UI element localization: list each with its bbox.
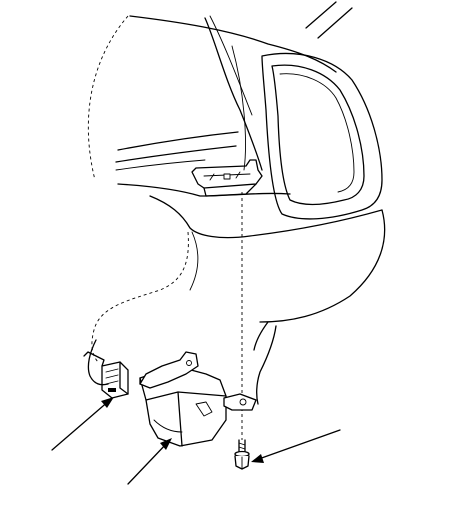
callout-arrowhead-bolt [251, 454, 264, 463]
side-panel-window-frame [271, 64, 365, 206]
bolt-washer [234, 450, 250, 458]
callout-connector [51, 397, 114, 451]
lid-edge-lower [115, 145, 237, 163]
callout-line-bolt [255, 429, 341, 461]
bracket-body [191, 159, 263, 189]
console-shell-fold [204, 17, 263, 171]
console-top-edge-a [305, 1, 337, 29]
module-curve [153, 419, 183, 433]
module-tab-hole [239, 398, 247, 406]
bolt-shank [238, 439, 246, 453]
callout-line-connector [51, 399, 111, 451]
connector-housing [101, 361, 129, 399]
side-panel-window-inner [279, 73, 355, 193]
control-unit-module [139, 351, 257, 447]
console-mounting-bracket [191, 159, 263, 197]
bracket-tabs [209, 171, 241, 181]
connector-latch [108, 388, 116, 392]
console-shell-fold-inner [209, 15, 253, 116]
bolt-thread [238, 442, 246, 450]
console-side-panel [261, 52, 383, 220]
callout-arrowhead-connector [101, 397, 114, 408]
console-rib [231, 45, 246, 171]
callout-arrowhead-module [160, 438, 172, 450]
bracket-lower-lip [203, 183, 257, 197]
lid-edge-shadow [115, 159, 206, 171]
module-vent [195, 401, 213, 417]
module-front-edge [177, 391, 183, 447]
bracket-nut [223, 173, 231, 180]
module-bracket [139, 351, 199, 389]
harness-wire [87, 339, 109, 386]
console-lower-contour [149, 195, 383, 239]
console-base-edge-a [253, 321, 269, 351]
console-lower-bend [189, 231, 199, 291]
console-hidden-edge [87, 15, 129, 181]
console-base-edge-b [256, 325, 277, 405]
mounting-bolt [234, 439, 250, 470]
harness-hidden-run [91, 231, 189, 363]
wiring-harness-connector [101, 361, 129, 399]
harness-clip [83, 351, 105, 367]
lid-edge-upper [117, 131, 239, 151]
callout-line-module [127, 441, 169, 485]
center-console [87, 1, 386, 405]
callout-module [127, 438, 172, 485]
console-front-curve [259, 209, 386, 323]
console-body-ridge [117, 183, 291, 197]
connector-pins [105, 368, 119, 385]
callout-bolt [251, 429, 341, 463]
module-bracket-hole [186, 360, 192, 366]
console-shell-top [129, 15, 337, 73]
connector-face-edge [119, 361, 129, 395]
console-top-edge-b [317, 7, 353, 39]
